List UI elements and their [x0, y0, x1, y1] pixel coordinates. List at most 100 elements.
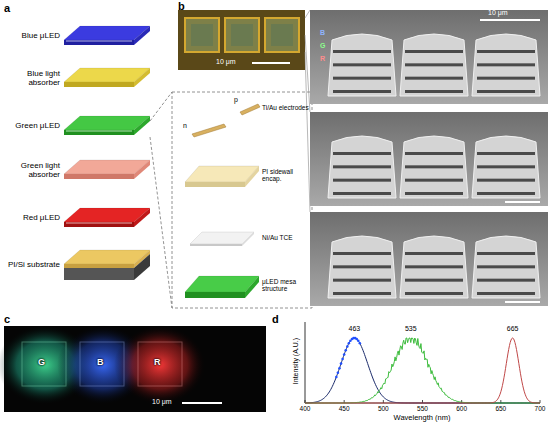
illustration-part — [190, 244, 242, 246]
inset-detail — [150, 92, 312, 308]
data-dot — [335, 376, 338, 379]
illustration-part — [80, 342, 124, 386]
illustration-part — [114, 325, 206, 405]
illustration-part — [64, 82, 134, 87]
micrograph-panel — [178, 10, 548, 306]
layer-letter: B — [320, 29, 325, 37]
pixel-square — [225, 18, 259, 52]
tick-label: 700 — [530, 405, 550, 412]
pixel-letter: R — [154, 357, 161, 367]
sem-layer — [333, 50, 391, 53]
sem-layer — [333, 252, 391, 255]
layer-letter: R — [320, 55, 325, 63]
axis-title: Wavelength (nm) — [372, 414, 472, 423]
sem-mesa — [328, 236, 396, 298]
tick-label: 650 — [491, 405, 511, 412]
sem-mesa — [328, 136, 396, 198]
green-spectrum — [305, 338, 540, 403]
sem-layer — [477, 292, 535, 295]
sem-layer — [477, 152, 535, 155]
sem-layer — [405, 165, 463, 168]
illustration-part — [242, 232, 254, 246]
axis-title: Intensity (A.U.) — [292, 326, 300, 396]
layer-letter: G — [320, 42, 325, 50]
sem-layer — [333, 279, 391, 282]
illustration-part — [305, 322, 306, 403]
electrode-strip — [66, 131, 132, 132]
illustration-part — [245, 166, 259, 187]
illustration-part — [185, 292, 245, 298]
mesa-structure — [185, 276, 259, 298]
red-spectrum — [305, 338, 540, 403]
link-line — [305, 52, 310, 212]
data-dot — [341, 358, 344, 361]
green-absorber-layer — [64, 160, 150, 179]
sem-mesa — [472, 236, 540, 298]
sem-layer — [405, 63, 463, 66]
sem-layer — [477, 165, 535, 168]
peak-label: 535 — [399, 325, 423, 333]
data-dot — [348, 342, 351, 345]
sem-layer — [333, 90, 391, 93]
sem-layer — [405, 50, 463, 53]
blue-spectrum — [305, 338, 540, 403]
illustration-part — [138, 342, 182, 386]
electrode-strip — [66, 41, 132, 42]
sem-layer — [333, 152, 391, 155]
sem-layer — [333, 63, 391, 66]
data-dot — [346, 345, 349, 348]
sem-layer — [405, 265, 463, 268]
layer-label: Green light absorber — [2, 161, 60, 179]
scale-bar — [505, 301, 540, 303]
pixel-square — [185, 18, 219, 52]
data-dot — [337, 371, 340, 374]
n-electrode — [192, 124, 226, 137]
layer-label: Blue light absorber — [2, 69, 60, 87]
terminal-label: p — [234, 96, 238, 104]
layer-label: Green μLED — [2, 121, 60, 130]
illustration-part — [64, 174, 134, 179]
peak-label: 665 — [501, 325, 525, 333]
sem-mesa — [328, 34, 396, 96]
scale-label: 10 μm — [488, 9, 508, 17]
scale-label: 10 μm — [152, 398, 172, 406]
p-electrode — [240, 104, 260, 115]
panel-letter: b — [178, 0, 185, 13]
illustration-part — [64, 40, 134, 45]
sem-layer — [333, 265, 391, 268]
sem-layer — [405, 252, 463, 255]
sem-layer — [477, 192, 535, 195]
scale-label: 10 μm — [216, 58, 236, 66]
illustration-part — [64, 130, 134, 135]
illustration-part — [22, 342, 66, 386]
tick-label: 450 — [334, 405, 354, 412]
sem-layer — [477, 77, 535, 80]
pixel-mesa — [191, 24, 213, 46]
sem-layer — [477, 63, 535, 66]
sem-layer — [477, 50, 535, 53]
scale-bar — [480, 19, 540, 21]
red-led-layer — [64, 208, 150, 227]
sem-layer — [333, 165, 391, 168]
layer-label: Red μLED — [2, 213, 60, 222]
sem-layer — [477, 252, 535, 255]
tick-label: 600 — [452, 405, 472, 412]
data-dot — [338, 367, 341, 370]
sem-layer — [333, 192, 391, 195]
layer-label: Blue μLED — [2, 31, 60, 40]
illustration-part — [134, 116, 150, 135]
sem-layer — [477, 279, 535, 282]
pi-sidewall — [185, 166, 259, 187]
layer-stack — [64, 26, 150, 280]
sem-mesa — [400, 34, 468, 96]
sem-layer — [333, 77, 391, 80]
illustration-part — [134, 208, 150, 227]
pixel-square — [265, 18, 299, 52]
scale-bar — [505, 201, 540, 203]
part-label: μLED mesa structure — [262, 278, 310, 293]
data-dot — [344, 349, 347, 352]
illustration-part — [185, 182, 245, 187]
terminal-label: n — [183, 122, 187, 130]
sem-layer — [477, 265, 535, 268]
